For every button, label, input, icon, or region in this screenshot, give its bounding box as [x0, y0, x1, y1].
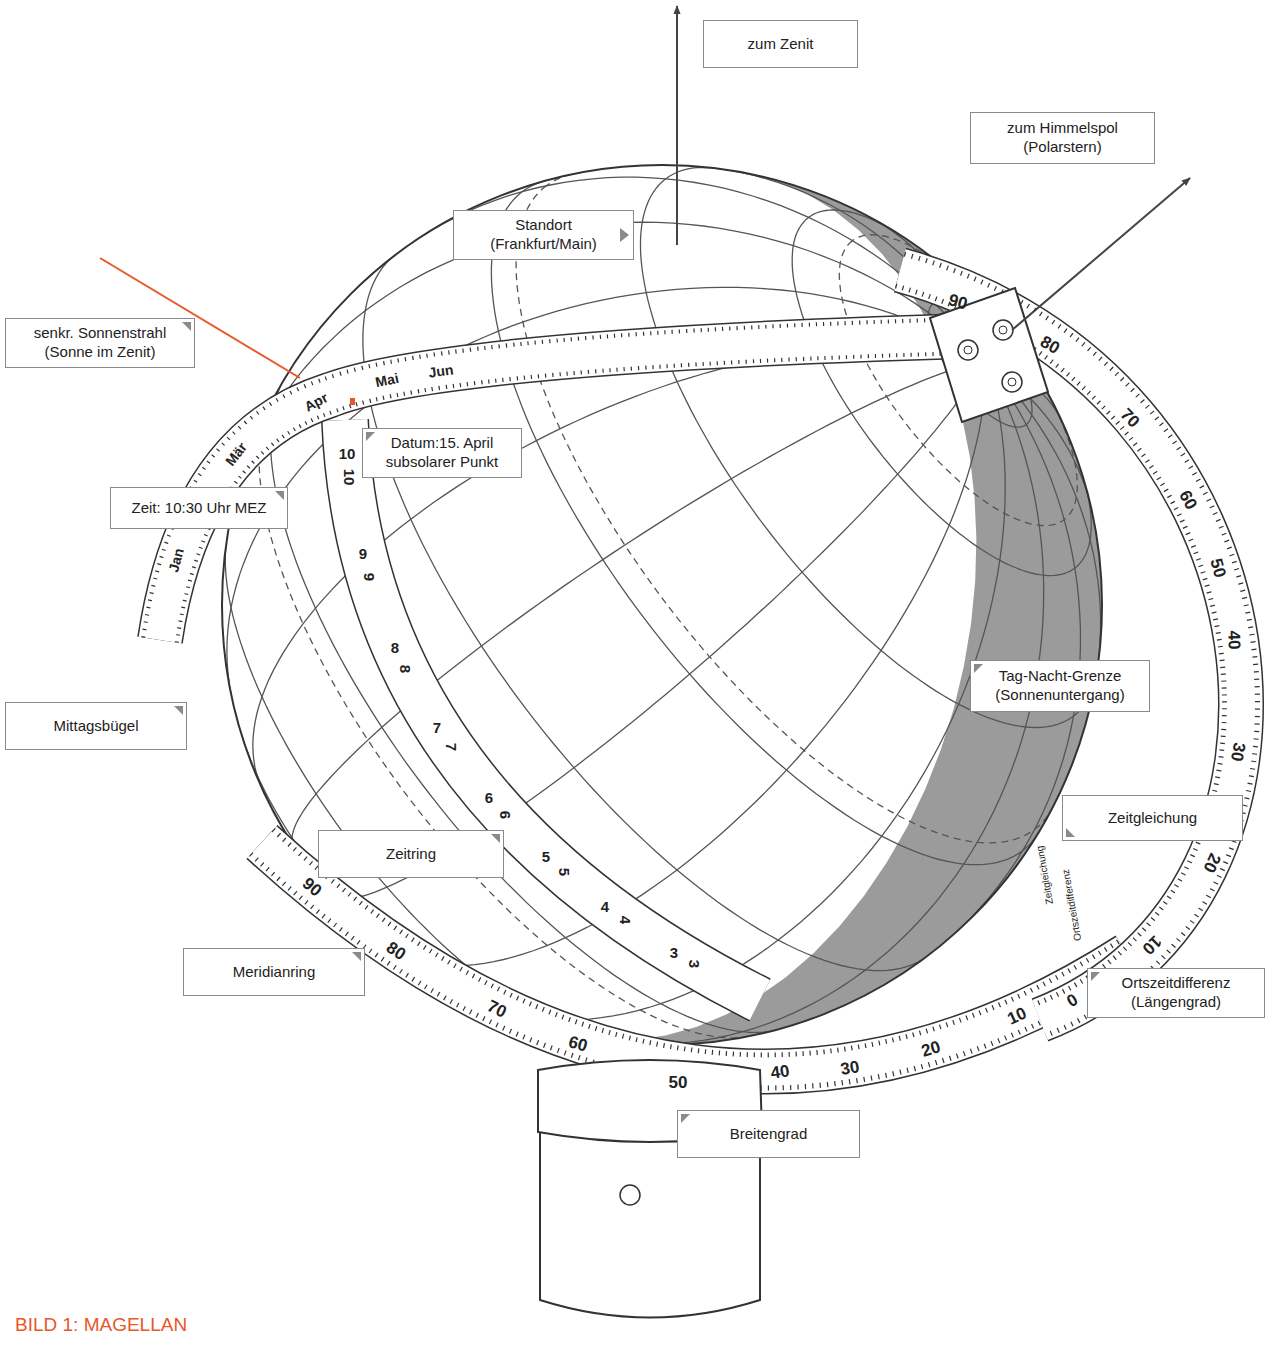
- ring-label: Ortszeitdifferenz: [1061, 868, 1083, 941]
- scale-number: 40: [1225, 630, 1243, 650]
- callout-box: senkr. Sonnenstrahl (Sonne im Zenit): [5, 318, 195, 368]
- scale-number: 30: [1228, 741, 1248, 763]
- time-number: 8: [391, 640, 399, 655]
- pole-arrow: [1012, 178, 1190, 330]
- time-number: 7: [444, 743, 459, 751]
- time-number: 6: [498, 811, 513, 819]
- scale-number: 40: [769, 1062, 790, 1081]
- ring-face: [900, 270, 1241, 1020]
- callout-box: Zeitgleichung: [1062, 795, 1243, 841]
- scale-number: 50: [669, 1074, 688, 1091]
- time-number: 5: [542, 849, 550, 864]
- screw: [999, 326, 1007, 334]
- time-number: 10: [339, 446, 356, 461]
- callout-box: Datum:15. April subsolarer Punkt: [362, 428, 522, 478]
- time-ring: [345, 420, 760, 1000]
- callout-text: senkr. Sonnenstrahl (Sonne im Zenit): [19, 324, 181, 362]
- time-number: 3: [687, 960, 702, 968]
- callout-text: Tag-Nacht-Grenze (Sonnenuntergang): [984, 667, 1136, 705]
- time-number: 7: [433, 720, 441, 735]
- globe-grid-line: [928, 360, 1080, 956]
- callout-text: Zeitgleichung: [1108, 809, 1197, 828]
- meridian-ring: [900, 270, 1241, 1020]
- callout-text: Meridianring: [233, 963, 316, 982]
- callout-text: Zeitring: [386, 845, 436, 864]
- scale-number: 30: [839, 1058, 860, 1078]
- callout-box: Ortszeitdifferenz (Längengrad): [1087, 968, 1265, 1018]
- time-number: 10: [342, 469, 357, 486]
- screw: [964, 346, 972, 354]
- callout-box: Zeitring: [318, 830, 504, 878]
- callout-box: Tag-Nacht-Grenze (Sonnenuntergang): [970, 660, 1150, 712]
- callout-text: Breitengrad: [730, 1125, 808, 1144]
- time-number: 4: [601, 899, 609, 914]
- ring-ticks: [900, 270, 1241, 1020]
- time-number: 6: [485, 790, 493, 805]
- ring-edge: [900, 270, 1241, 1020]
- ring-face: [345, 420, 760, 1000]
- callout-text: Zeit: 10:30 Uhr MEZ: [131, 499, 266, 518]
- time-number: 8: [398, 665, 413, 673]
- time-number: 4: [618, 916, 633, 924]
- time-number: 9: [362, 573, 377, 581]
- screw: [620, 1185, 640, 1205]
- pedestal-body: [540, 1130, 760, 1318]
- callout-box: Mittagsbügel: [5, 702, 187, 750]
- screw: [1002, 372, 1022, 392]
- month-label: Jun: [428, 362, 455, 379]
- block: [930, 288, 1048, 422]
- callout-box: Breitengrad: [677, 1110, 860, 1158]
- callout-box: Standort (Frankfurt/Main): [453, 210, 634, 260]
- pedestal: [538, 1060, 762, 1318]
- screw: [1008, 378, 1016, 386]
- callout-text: Ortszeitdifferenz (Längengrad): [1101, 974, 1251, 1012]
- time-number: 5: [557, 868, 572, 876]
- callout-text: Mittagsbügel: [53, 717, 138, 736]
- zenith-arrow: [676, 6, 678, 245]
- globe-grid-line: [331, 360, 985, 899]
- figure-caption: BILD 1: MAGELLAN: [15, 1314, 187, 1337]
- ring-label: Zeitgleichung: [1035, 845, 1055, 905]
- screw: [993, 320, 1013, 340]
- ring-face: [900, 270, 1241, 1020]
- screw: [958, 340, 978, 360]
- callout-text: zum Zenit: [748, 35, 814, 54]
- mounting-block: [930, 288, 1048, 422]
- callout-box: zum Himmelspol (Polarstern): [970, 112, 1155, 164]
- globe-grid-line: [459, 360, 1005, 1020]
- callout-text: zum Himmelspol (Polarstern): [984, 119, 1141, 157]
- callout-text: Datum:15. April subsolarer Punkt: [376, 434, 508, 472]
- time-number: 9: [359, 546, 367, 561]
- callout-box: zum Zenit: [703, 20, 858, 68]
- ring-edge: [345, 420, 760, 1000]
- callout-box: Meridianring: [183, 948, 365, 996]
- date-marker: [350, 398, 355, 405]
- callout-text: Standort (Frankfurt/Main): [467, 216, 620, 254]
- time-number: 3: [670, 945, 678, 960]
- callout-box: Zeit: 10:30 Uhr MEZ: [110, 487, 288, 529]
